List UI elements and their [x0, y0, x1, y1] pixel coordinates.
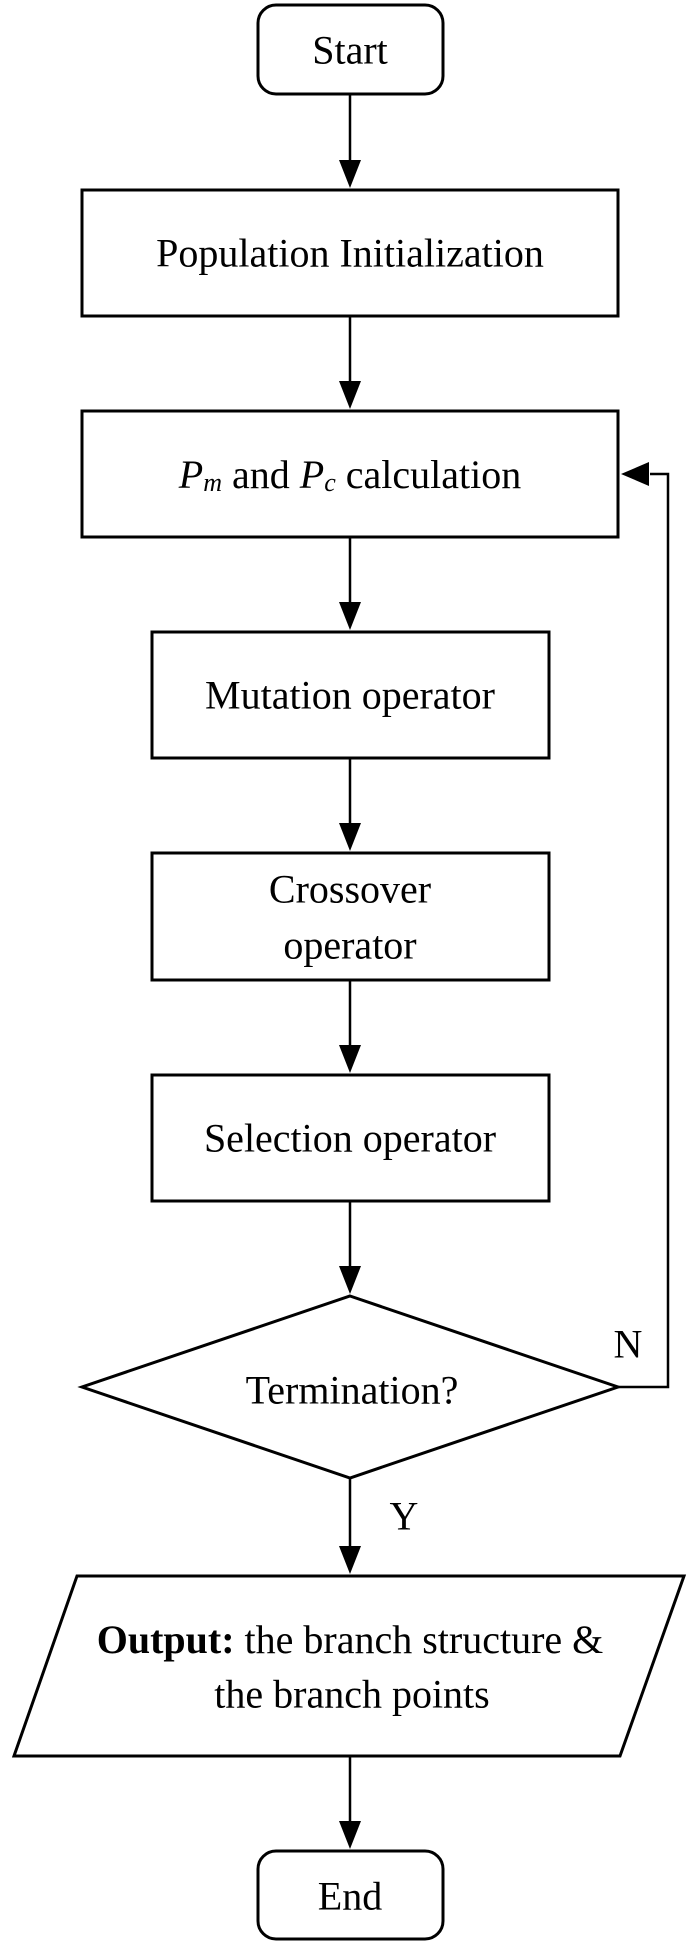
yes-label: Y — [390, 1494, 419, 1539]
calc-and-word: and — [222, 452, 300, 497]
arrow-crossover-to-selection — [339, 980, 361, 1073]
arrow-output-to-end — [339, 1756, 361, 1849]
crossover-node: Crossover operator — [150, 851, 551, 982]
init-node: Population Initialization — [80, 188, 620, 318]
output-node: Output: the branch structure & the branc… — [11, 1574, 687, 1758]
end-label: End — [318, 1874, 382, 1919]
mutation-node: Mutation operator — [150, 630, 551, 760]
arrow-selection-to-termination — [339, 1201, 361, 1294]
output-label-line1: Output: the branch structure & — [97, 1617, 604, 1662]
arrow-init-to-calc — [339, 316, 361, 409]
arrow-calc-to-mutation — [339, 537, 361, 630]
start-label: Start — [312, 28, 388, 73]
calc-rest: calculation — [336, 452, 521, 497]
output-bold-prefix: Output: — [97, 1617, 235, 1662]
output-line1-rest: the branch structure & — [235, 1617, 604, 1662]
calc-p-letter-2: P — [299, 452, 324, 497]
arrow-termination-to-output — [339, 1478, 361, 1574]
no-label: N — [614, 1322, 643, 1367]
crossover-label-line2: operator — [283, 923, 416, 968]
termination-label: Termination? — [246, 1368, 459, 1413]
calc-p-letter: P — [178, 452, 203, 497]
selection-label: Selection operator — [204, 1116, 496, 1161]
arrow-no-loop — [618, 462, 670, 1389]
mutation-label: Mutation operator — [205, 673, 495, 718]
calc-label: Pm and Pc calculation — [178, 452, 521, 497]
start-node: Start — [256, 3, 445, 96]
calc-node: Pm and Pc calculation — [80, 409, 620, 539]
output-label-line2: the branch points — [214, 1672, 490, 1717]
termination-node: Termination? — [77, 1294, 623, 1480]
calc-m-subscript: m — [203, 468, 222, 497]
crossover-label-line1: Crossover — [269, 867, 431, 912]
calc-c-subscript: c — [324, 468, 336, 497]
arrow-start-to-init — [339, 94, 361, 188]
arrow-mutation-to-crossover — [339, 758, 361, 851]
selection-node: Selection operator — [150, 1073, 551, 1203]
init-label: Population Initialization — [156, 231, 544, 276]
end-node: End — [256, 1849, 445, 1941]
